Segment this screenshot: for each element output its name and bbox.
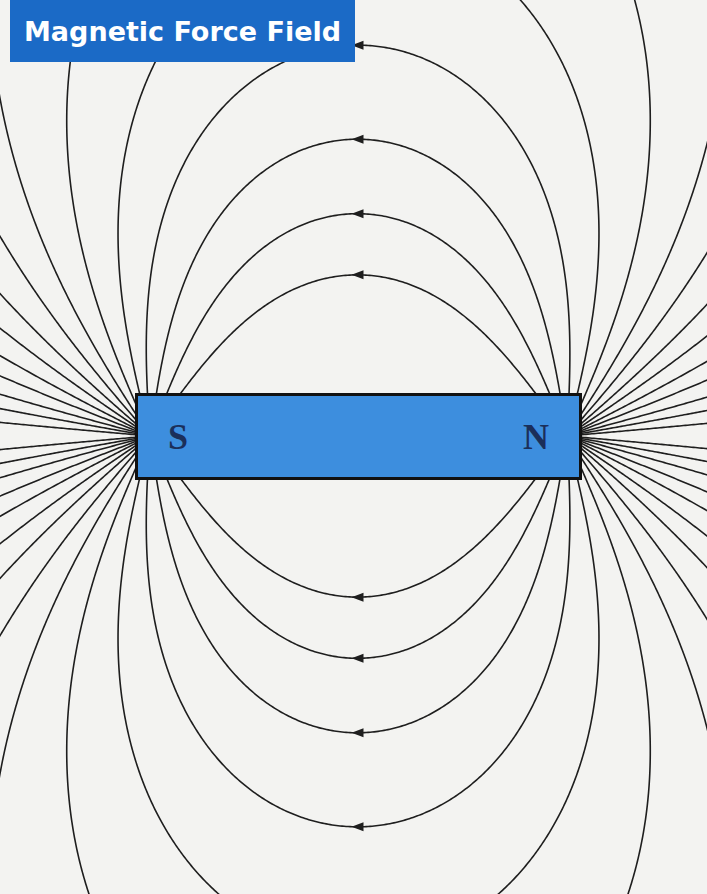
field-line	[0, 325, 150, 436]
bar-magnet: SN	[135, 393, 582, 480]
field-line	[146, 45, 570, 436]
field-line	[567, 418, 707, 436]
field-arrow	[352, 593, 364, 602]
field-line	[567, 235, 707, 436]
field-arrow	[352, 135, 364, 144]
field-line	[0, 138, 150, 436]
field-line	[567, 354, 707, 436]
field-arrow	[352, 209, 364, 218]
field-line	[150, 139, 567, 436]
field-line	[438, 436, 599, 894]
field-line	[567, 436, 650, 894]
field-line	[67, 0, 150, 436]
field-line	[567, 436, 707, 734]
field-line	[567, 436, 707, 454]
field-line	[567, 138, 707, 436]
field-line	[567, 436, 707, 637]
field-line	[0, 286, 150, 436]
field-arrow	[352, 270, 364, 279]
pole-label: S	[168, 419, 188, 455]
field-line	[0, 436, 150, 734]
field-line	[567, 0, 650, 436]
field-arrow	[352, 654, 364, 663]
title-banner: Magnetic Force Field	[10, 0, 355, 62]
field-line	[0, 436, 150, 586]
field-line	[67, 436, 150, 894]
field-arrow	[352, 728, 364, 737]
field-line	[0, 0, 150, 436]
field-line	[150, 436, 567, 733]
field-line	[146, 436, 570, 827]
pole-label: N	[523, 419, 549, 455]
field-line	[118, 436, 279, 894]
field-line	[567, 436, 707, 518]
field-line	[0, 436, 150, 894]
field-line	[567, 0, 707, 436]
field-line	[0, 436, 150, 547]
field-line	[567, 436, 707, 586]
field-arrow	[352, 822, 364, 831]
title-text: Magnetic Force Field	[24, 16, 341, 47]
field-line	[567, 436, 707, 894]
field-line	[567, 286, 707, 436]
